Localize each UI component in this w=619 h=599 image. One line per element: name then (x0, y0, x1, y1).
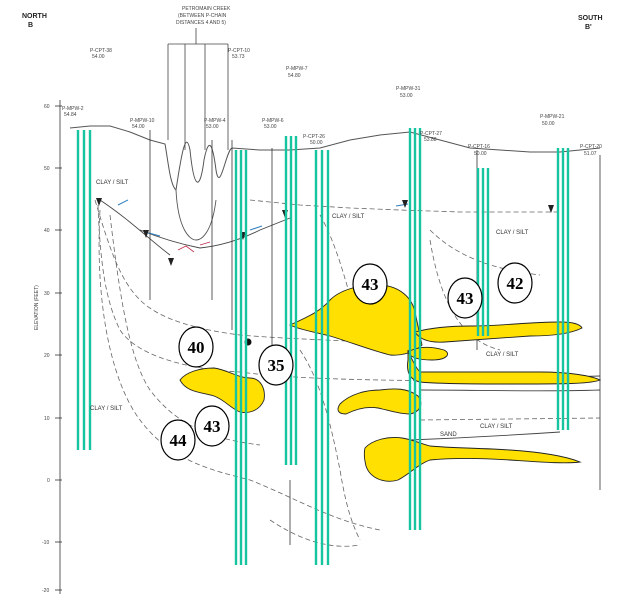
callout-40-text: 40 (188, 338, 205, 357)
well-screen-5 (408, 128, 422, 530)
creek-label-2: (BETWEEN P-CHAIN (178, 13, 227, 19)
well-elev-p-mpw-4: 53.00 (206, 124, 219, 130)
well-label-p-cpt-10: P-CPT-10 (228, 48, 250, 54)
well-screens (76, 128, 570, 565)
plume-left (179, 367, 265, 413)
well-elev-p-cpt-16: 50.00 (474, 151, 487, 157)
soil-label-clay-silt-5: CLAY / SILT (480, 424, 513, 430)
well-elev-p-mpw-10: 54.00 (132, 124, 145, 130)
well-label-p-mpw-21: P-MPW-21 (540, 114, 565, 120)
ground-surface-line (69, 125, 601, 191)
y-tick-20: 20 (44, 353, 50, 359)
creek-label-3: DISTANCES 4 AND 5) (176, 20, 226, 26)
y-tick-10: 10 (44, 416, 50, 422)
plume-mid-small (407, 346, 448, 361)
well-screen-1 (76, 130, 92, 450)
creek-label-1: PETROMAIN CREEK (182, 6, 231, 12)
plume-center-lower (337, 388, 422, 415)
well-screen-7 (556, 148, 570, 430)
well-elev-p-mpw-21: 50.00 (542, 121, 555, 127)
y-tick-30: 30 (44, 291, 50, 297)
well-label-p-mpw-7: P-MPW-7 (286, 66, 308, 72)
well-elev-p-mpw-7: 54.80 (288, 73, 301, 79)
well-label-p-cpt-38: P-CPT-38 (90, 48, 112, 54)
soil-label-clay-silt-3: CLAY / SILT (496, 230, 529, 236)
callout-40: 40 (178, 326, 214, 368)
water-level-markers (117, 199, 409, 237)
callout-43-a: 43 (352, 263, 388, 305)
y-tick-60: 60 (44, 104, 50, 110)
well-label-p-cpt-20: P-CPT-20 (580, 144, 602, 150)
well-elev-p-cpt-10: 53.73 (232, 54, 245, 60)
soil-label-clay-silt-2: CLAY / SILT (332, 214, 365, 220)
callout-43-c: 43 (194, 405, 230, 447)
well-elev-p-cpt-20: 51.07 (584, 151, 597, 157)
plume-upper-right (414, 321, 583, 343)
contaminant-plumes (179, 284, 602, 482)
creek-leader-lines (167, 28, 229, 150)
well-label-p-mpw-4: P-MPW-4 (204, 118, 226, 124)
y-axis-title: ELEVATION (FEET) (34, 285, 40, 330)
y-tick-50: 50 (44, 166, 50, 172)
south-sub-label: B' (585, 24, 592, 31)
creek-channel-line (175, 189, 217, 241)
north-label: NORTH (22, 13, 47, 20)
well-elev-p-mpw-31: 53.00 (400, 93, 413, 99)
soil-label-clay-silt-6: CLAY / SILT (90, 406, 123, 412)
y-axis-ticks (55, 105, 62, 591)
callout-44: 44 (160, 419, 196, 461)
south-label: SOUTH (578, 15, 603, 22)
y-tick-neg10: -10 (42, 540, 49, 546)
well-label-p-mpw-6: P-MPW-6 (262, 118, 284, 124)
well-elev-p-mpw-6: 53.00 (264, 124, 277, 130)
well-label-p-mpw-2: P-MPW-2 (62, 106, 84, 112)
callout-44-text: 44 (170, 431, 188, 450)
well-label-p-cpt-16: P-CPT-16 (468, 144, 490, 150)
callout-35: 35 (258, 344, 294, 386)
well-label-p-cpt-26: P-CPT-26 (303, 134, 325, 140)
red-annotation-marks (177, 241, 211, 253)
callout-42: 42 (497, 262, 533, 304)
well-label-p-cpt-27: P-CPT-27 (420, 131, 442, 137)
well-screen-6 (476, 168, 490, 336)
well-elev-p-mpw-2: 54.84 (64, 112, 77, 118)
plume-lower (363, 437, 582, 482)
callout-43-b-text: 43 (457, 289, 474, 308)
y-tick-40: 40 (44, 228, 50, 234)
callout-43-a-text: 43 (362, 275, 379, 294)
soil-label-clay-silt-4: CLAY / SILT (486, 352, 519, 358)
well-elev-p-cpt-38: 54.00 (92, 54, 105, 60)
callout-43-b: 43 (447, 277, 483, 319)
well-screen-3 (284, 136, 298, 465)
soil-label-clay-silt-1: CLAY / SILT (96, 180, 129, 186)
callout-35-text: 35 (268, 356, 285, 375)
callout-43-c-text: 43 (204, 417, 221, 436)
callout-42-text: 42 (507, 274, 524, 293)
soil-label-sand: SAND (440, 432, 457, 438)
well-screen-2 (234, 150, 248, 565)
well-screen-4 (314, 150, 330, 565)
y-tick-neg20: -20 (42, 588, 49, 594)
well-elev-p-cpt-27: 53.88 (424, 137, 437, 143)
well-arrow-markers (96, 198, 554, 266)
north-sub-label: B (28, 22, 33, 29)
well-label-p-mpw-31: P-MPW-31 (396, 86, 421, 92)
well-label-p-mpw-10: P-MPW-10 (130, 118, 155, 124)
y-tick-0: 0 (47, 478, 50, 484)
well-elev-p-cpt-26: 50.00 (310, 140, 323, 146)
